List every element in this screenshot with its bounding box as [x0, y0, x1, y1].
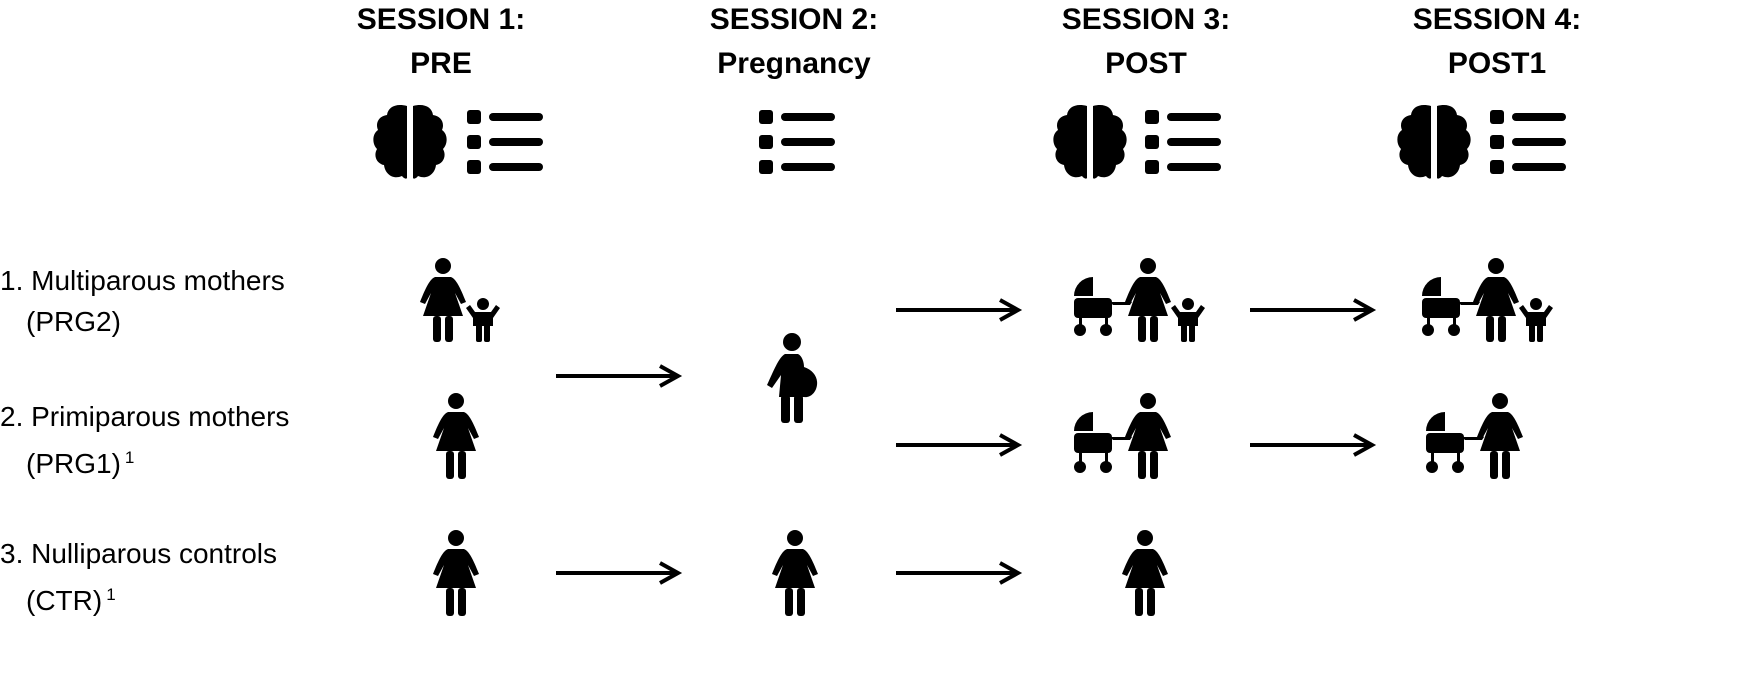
arrow-right-icon [556, 561, 683, 585]
questionnaire-list-icon [1490, 110, 1566, 174]
group-1-label: 1. Multiparous mothers (PRG2) [0, 260, 285, 342]
group-3-name: 3. Nulliparous controls [0, 538, 278, 569]
woman-with-stroller-icon [1426, 393, 1523, 479]
arrow-right-icon [1250, 433, 1377, 457]
group-3-code: (CTR) [26, 585, 103, 616]
questionnaire-list-icon [759, 110, 835, 174]
session-2-subtitle: Pregnancy [717, 47, 871, 80]
brain-icon [1397, 105, 1471, 179]
group-3-footnote-marker: 1 [106, 585, 116, 604]
woman-icon [772, 530, 818, 616]
session-4-subtitle: POST1 [1447, 47, 1547, 80]
session-2-header: SESSION 2: Pregnancy [664, 0, 924, 86]
arrow-right-icon [896, 561, 1023, 585]
arrow-right-icon [896, 298, 1023, 322]
woman-icon [433, 530, 479, 616]
arrow-right-icon [556, 364, 683, 388]
session-3-title: SESSION 3: [1061, 3, 1231, 36]
pregnant-woman-icon [767, 333, 818, 423]
session-1-subtitle: PRE [410, 47, 472, 80]
woman-icon [1122, 530, 1168, 616]
group-3-label: 3. Nulliparous controls (CTR)1 [0, 533, 277, 621]
woman-with-stroller-icon [1074, 393, 1171, 479]
session-2-title: SESSION 2: [709, 3, 879, 36]
brain-icon [373, 105, 447, 179]
group-2-footnote-marker: 1 [124, 448, 135, 467]
questionnaire-list-icon [1145, 110, 1221, 174]
session-4-title: SESSION 4: [1412, 3, 1582, 36]
woman-with-child-icon [420, 258, 500, 342]
questionnaire-list-icon [467, 110, 543, 174]
group-2-label: 2. Primiparous mothers (PRG1)1 [0, 396, 289, 484]
group-2-code: (PRG1) [26, 448, 121, 479]
arrow-right-icon [1250, 298, 1377, 322]
group-1-code: (PRG2) [26, 306, 121, 337]
woman-with-stroller-and-child-icon [1074, 258, 1205, 342]
brain-icon [1053, 105, 1127, 179]
session-3-header: SESSION 3: POST [1016, 0, 1276, 86]
group-2-name: 2. Primiparous mothers [0, 401, 290, 432]
session-1-header: SESSION 1: PRE [311, 0, 571, 86]
woman-with-stroller-and-child-icon [1422, 258, 1553, 342]
woman-icon [433, 393, 479, 479]
session-4-header: SESSION 4: POST1 [1367, 0, 1627, 86]
session-1-title: SESSION 1: [356, 3, 526, 36]
group-1-name: 1. Multiparous mothers [0, 265, 285, 296]
session-3-subtitle: POST [1105, 47, 1187, 80]
arrow-right-icon [896, 433, 1023, 457]
